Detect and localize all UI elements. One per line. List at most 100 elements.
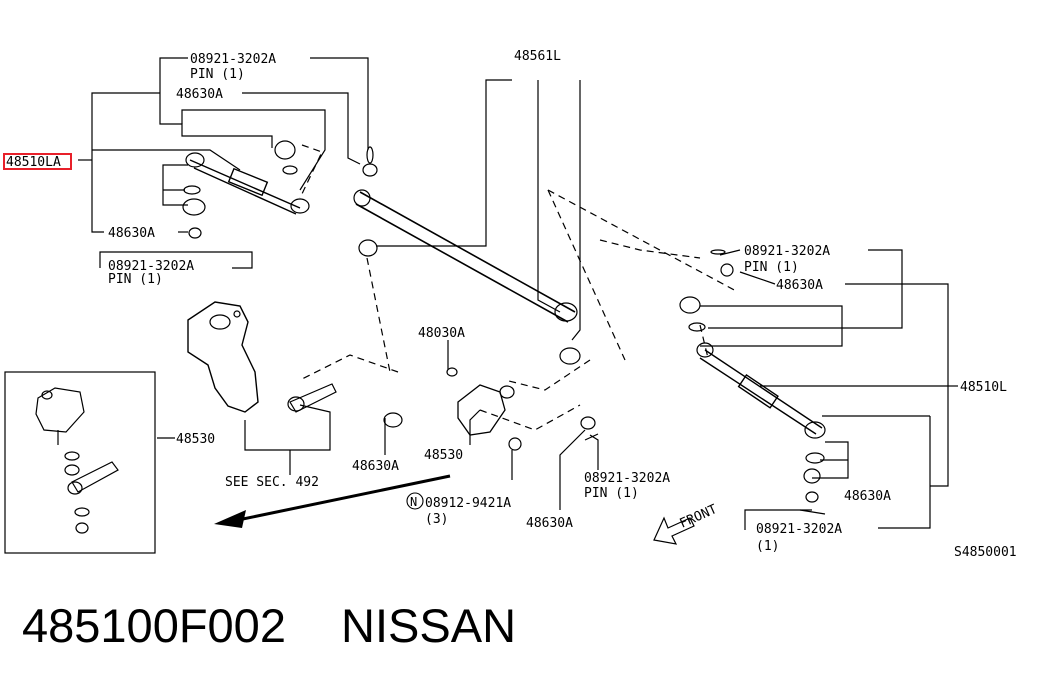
steering-gear-box (187, 301, 259, 413)
cotter-pin (710, 249, 726, 255)
bolt (446, 367, 458, 377)
leader-line (760, 385, 949, 487)
label-front: FRONT (678, 502, 720, 532)
label-nut-tr: 48630A (776, 278, 823, 293)
label-pin-tr-text: PIN (1) (744, 260, 799, 275)
cotter-pin (366, 146, 374, 164)
leader-line (744, 509, 812, 530)
label-nut-symbol: N (410, 495, 417, 509)
label-pin-tl-text: PIN (1) (190, 67, 245, 82)
nut-castle (803, 468, 821, 484)
leader-line (99, 251, 253, 269)
leader-line (559, 429, 586, 510)
left-adjust-sleeve (227, 167, 269, 197)
footer-title: 485100F002 NISSAN (22, 598, 516, 653)
label-idler-arm: 48030A (418, 326, 465, 341)
inset-washer (74, 507, 90, 517)
leader-line (469, 409, 481, 445)
label-pin-bc-number: 08921-3202A (584, 471, 670, 486)
inset-arm (71, 461, 119, 493)
leader-line (845, 283, 949, 386)
cotter-pin (584, 433, 599, 441)
assembly-dash (599, 239, 701, 259)
leader-line (708, 249, 903, 329)
highlight-box (3, 153, 72, 170)
label-code: S4850001 (954, 545, 1017, 560)
arm-joint (287, 396, 305, 412)
inset-gear-box (35, 387, 85, 433)
label-nut-bc-number: 08912-9421A (425, 496, 511, 511)
right-adjust-sleeve (737, 373, 779, 409)
assembly-dash (479, 404, 581, 431)
label-pin-tr-number: 08921-3202A (744, 244, 830, 259)
nut-castle (383, 412, 403, 428)
label-pin-br-text: (1) (756, 539, 779, 554)
inset-box (4, 371, 156, 554)
assembly-dash (299, 354, 399, 381)
leader-line (376, 79, 512, 247)
nut-castle (679, 296, 701, 314)
nut (720, 263, 734, 277)
left-ball-joint (185, 152, 205, 168)
assembly-dash (547, 189, 626, 361)
label-see-sec: SEE SEC. 492 (225, 475, 319, 490)
leader-line (181, 109, 326, 191)
nut (362, 163, 378, 177)
nut-symbol-circle (406, 492, 424, 510)
pitman-arm (289, 383, 337, 413)
label-rod-right: 48510L (960, 380, 1007, 395)
leader-line (878, 416, 931, 529)
leader-line (719, 249, 741, 256)
nut (508, 437, 522, 451)
nut (188, 227, 202, 239)
washer (183, 185, 201, 195)
inset-arm-joint (67, 481, 83, 495)
gear-box-cap (209, 314, 231, 330)
leader-line (739, 271, 776, 285)
nut-castle (580, 416, 596, 430)
front-arrow-icon (653, 516, 695, 545)
left-outer-joint (290, 198, 310, 214)
label-nut-ml: 48630A (108, 226, 155, 241)
right-outer-joint (804, 421, 826, 439)
brand-name: NISSAN (341, 599, 517, 652)
gear-box-bolt (233, 310, 241, 318)
label-center-link: 48561L (514, 49, 561, 64)
assembly-dash (547, 189, 739, 293)
inset-nut (64, 464, 80, 476)
center-link-rod (355, 191, 576, 323)
leader-line (310, 57, 369, 150)
washer (282, 165, 298, 175)
leader-line (700, 305, 843, 347)
center-link-end (353, 189, 371, 207)
label-pin-br-number: 08921-3202A (756, 522, 842, 537)
idler-arm-bracket (457, 384, 506, 436)
inset-washer (64, 451, 80, 461)
washer (688, 322, 706, 332)
leader-line (162, 164, 188, 206)
leader-line (571, 80, 581, 341)
label-rod-left: 48510LA (6, 155, 61, 170)
center-link-end (554, 302, 578, 322)
leader-line (91, 92, 160, 233)
idler-joint (499, 385, 515, 399)
label-pin-bc-text: PIN (1) (584, 486, 639, 501)
nut-castle (182, 198, 206, 216)
label-nut-bc-qty: (3) (425, 512, 448, 527)
right-tie-rod (699, 349, 823, 435)
nut-castle (358, 239, 378, 257)
label-pitman: 48530 (424, 448, 463, 463)
leader-line (589, 434, 599, 470)
label-pin-tl-number: 08921-3202A (190, 52, 276, 67)
nut-castle (559, 347, 581, 365)
washer (805, 452, 825, 464)
label-pin-ml-text: PIN (1) (108, 272, 163, 287)
leader-line (242, 92, 361, 165)
inset-bolt (41, 390, 53, 400)
left-tie-rod (189, 159, 301, 215)
right-inner-joint (696, 342, 714, 358)
assembly-dash (366, 257, 391, 373)
part-number: 485100F002 (22, 599, 286, 652)
nut (805, 491, 819, 503)
